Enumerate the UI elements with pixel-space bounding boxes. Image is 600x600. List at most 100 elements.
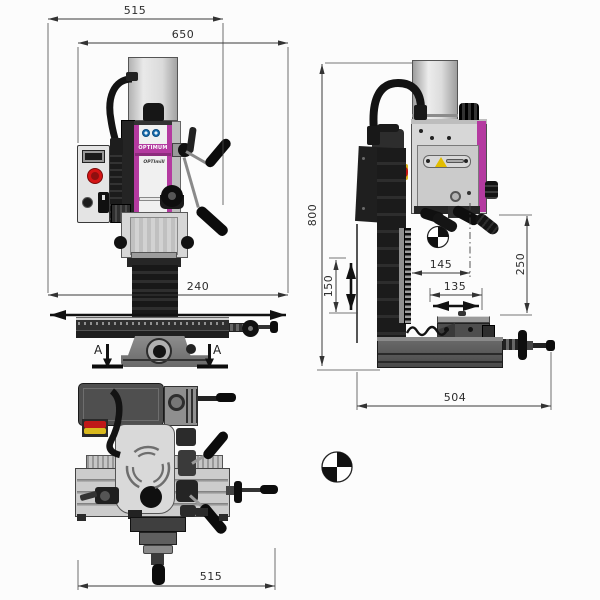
sv-head-screw-1 [430,136,434,140]
sv-y-rod [533,343,547,348]
sv-slot-bar [446,159,464,163]
sv-base-groove-1 [378,353,502,355]
dim-label-150: 150 [322,274,335,298]
sv-head-top-band [411,119,487,124]
tv-y-crank-grip [152,564,165,585]
tv-estop-red [84,421,106,428]
sv-cylinder-flange [412,114,458,117]
tv-x-disc [234,481,242,503]
sv-motor-screw-2 [362,207,365,210]
sv-table-knob-top [458,311,466,316]
table-lower-lip [76,330,229,338]
sv-column-edge-line [356,224,358,343]
dim-label-800: 800 [306,203,319,227]
z-slide-inner-panel [130,217,178,255]
sv-cylinder [412,60,458,122]
sv-head-screw-2 [447,136,451,140]
base-side-knob [186,344,196,354]
front-head-top-strip [134,121,172,125]
tv-clamp-circle [100,491,110,501]
sv-magenta-strip [477,121,486,212]
emergency-stop-center [91,172,99,180]
tv-x-shaft [226,486,235,495]
tv-estop-yellow [84,428,106,434]
table-slot-dots [78,322,227,325]
sv-head-underside [414,206,480,214]
front-head-sticker [139,197,161,201]
sv-head-screw-3 [419,129,423,133]
dim-label-145: 145 [429,258,453,271]
sv-motor-top-cylinder [372,129,404,148]
display-screen [85,153,102,160]
tv-table-bit-1 [128,510,142,519]
x-crank-grip [270,321,278,333]
dim-label-250: 250 [514,252,527,276]
sv-top-knob [459,103,479,120]
front-magenta-strip-right [167,125,172,213]
brand-band: OPTIMUM [135,144,171,153]
tv-x-rod [242,488,262,492]
brand-label: OPTIMUM [138,145,168,151]
sv-side-star-knob [485,181,498,199]
lock-knob-left [114,236,127,249]
center-of-gravity-icon-standalone [321,451,353,483]
front-cover-latch [143,103,164,121]
tv-motor-inner-line [83,388,159,421]
tv-y-bracket [130,517,186,532]
base-foot-line [123,359,207,361]
sv-y-grip [546,340,555,351]
sv-slot-screw-left [426,159,430,163]
tv-table-bit-2 [196,508,208,516]
handle-rod-lower [182,157,200,208]
front-view: OPTIMUM OPTImill [0,0,300,380]
dim-label-515-top: 515 [199,570,223,583]
sv-motor-screw-1 [362,157,365,160]
lock-knob-right [181,236,194,249]
brand-tagline-strip [135,153,171,156]
front-column [132,265,178,317]
power-rocker-switch [98,192,109,213]
sv-base-top-lip [377,337,503,341]
safety-goggles-icon [142,129,150,137]
sv-base-groove-2 [378,361,502,363]
base-boss-inner [153,345,166,358]
tv-y-stem [151,553,164,565]
tv-hub-part-4 [180,505,196,517]
sv-table-bolt-1 [444,327,449,332]
tv-gear-circle [168,394,185,411]
speed-knob [82,197,93,208]
sv-motor-cap [377,124,399,132]
sv-y-shaft [503,339,518,350]
handle-grip-upper [203,136,233,170]
quill-handwheel-center [168,192,176,200]
dim-label-650: 650 [171,28,195,41]
warning-triangle-icon [435,157,447,167]
sv-slot-screw-right [464,159,468,163]
safety-ear-protection-icon [152,129,160,137]
model-label: OPTImill [143,160,165,165]
sv-column-light-strip [399,228,404,323]
dim-label-504: 504 [443,391,467,404]
x-crank-rod [258,325,272,329]
tv-top-handle-rod [198,396,218,401]
tv-hub-part-2 [178,450,196,476]
tv-top-handle-grip [216,393,236,402]
tv-hub-part-1 [176,428,196,446]
rocker-switch-mark [102,195,105,200]
sv-table-bolt-2 [468,327,473,332]
sv-door-hole [450,191,461,202]
handle-grip-lower [194,204,230,239]
tv-cooling-fins [186,389,198,423]
table-front-face [76,320,229,330]
sv-y-disc [518,330,527,360]
front-magenta-strip-left [134,125,139,213]
section-label-right: A [213,343,222,357]
small-lever [186,126,197,154]
front-head-left-dark [121,120,135,216]
dim-label-240: 240 [186,280,210,293]
tv-spindle-hole [140,486,162,508]
dim-label-515-front: 515 [123,4,147,17]
x-handwheel-center [248,326,253,331]
tv-y-box [139,532,177,545]
